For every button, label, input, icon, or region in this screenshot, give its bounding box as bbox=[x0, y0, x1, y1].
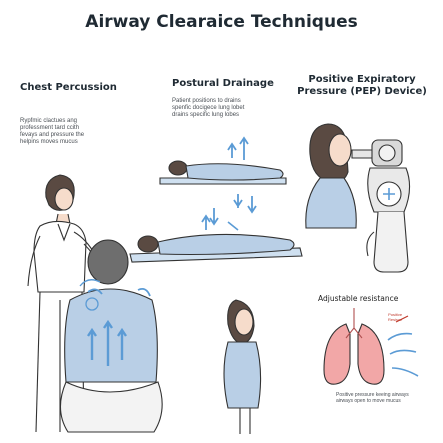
postural-drainage-heading: Postural Drainage bbox=[172, 78, 274, 89]
chest-desc-line-1: Rypfmic clactues ang bbox=[20, 118, 78, 124]
pep-footer-text: Positive pressure keeing airways airways… bbox=[336, 392, 409, 404]
patient-lying-prone bbox=[159, 136, 287, 214]
lung-label-line-1: Positive bbox=[388, 312, 403, 317]
chest-percussion-description: Rypfmic clactues ang professment tard cc… bbox=[20, 118, 84, 146]
postural-drainage-description: Patient positions to drains spenfic doci… bbox=[172, 98, 244, 119]
pep-footer-line-2: airways open to move mucus bbox=[336, 398, 401, 404]
lung-positive-label: Positive Resisce bbox=[388, 312, 402, 322]
lungs-icon bbox=[323, 308, 419, 385]
chest-percussion-illustration bbox=[27, 174, 163, 433]
postural-desc-line-3: drains specific lung lobes bbox=[172, 112, 240, 118]
lung-label-line-2: Resisce bbox=[388, 317, 403, 322]
postural-drainage-illustration bbox=[129, 136, 303, 263]
therapist-figure bbox=[27, 174, 105, 433]
pep-user-figure bbox=[305, 123, 357, 229]
patient-lying-tilted bbox=[129, 208, 303, 263]
person-standing-figure bbox=[223, 299, 262, 434]
pep-heading-line-1: Positive Expiratory bbox=[308, 74, 416, 85]
chest-desc-line-2: professment tard ccith bbox=[20, 125, 80, 131]
patient-seated-figure bbox=[59, 239, 163, 433]
adjustable-resistance-label: Adjustable resistance bbox=[318, 294, 399, 303]
pep-heading-line-2: Pressure (PEP) Device) bbox=[297, 86, 427, 97]
pep-illustration bbox=[223, 123, 419, 434]
chest-desc-line-3: fevays and pressure the bbox=[20, 132, 85, 138]
pep-heading: Positive Expiratory Pressure (PEP) Devic… bbox=[292, 74, 432, 98]
pep-footer-line-1: Positive pressure keeing airways bbox=[336, 392, 409, 398]
chest-desc-line-4: helpins moves mucus bbox=[20, 139, 78, 145]
postural-desc-line-2: spenfic docigece lung lobet bbox=[172, 105, 245, 111]
postural-desc-line-1: Patient positions to drains bbox=[172, 98, 241, 104]
chest-percussion-heading: Chest Percussion bbox=[20, 82, 117, 93]
page-title: Airway Clearaice Techniques bbox=[85, 12, 358, 32]
pep-device-icon bbox=[351, 139, 411, 273]
